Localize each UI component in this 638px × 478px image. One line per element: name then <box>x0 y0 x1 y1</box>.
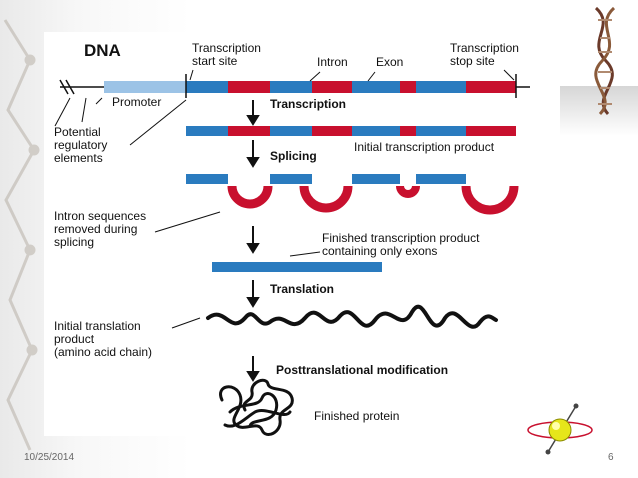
dna-intron <box>228 81 270 93</box>
dna-intron <box>400 81 416 93</box>
exon-label: Exon <box>376 55 404 69</box>
dna-exon <box>270 81 312 93</box>
step-posttranslational-label: Posttranslational modification <box>276 363 449 377</box>
intron-removed-label: Intron sequences removed during splicing <box>54 209 147 249</box>
intron-loop <box>461 185 519 215</box>
dna-title: DNA <box>84 41 121 60</box>
intron-loop <box>299 185 353 213</box>
promoter-region <box>104 81 186 93</box>
step-translation-label: Translation <box>270 282 335 296</box>
initial-transcription-product-label: Initial transcription product <box>354 140 495 154</box>
dna-strand <box>59 74 530 98</box>
transcription-stop-label: Transcription stop site <box>450 41 519 68</box>
pointer-lines <box>54 69 515 329</box>
finished-transcription-product-label: Finished transcription product containin… <box>322 231 480 258</box>
footer-date: 10/25/2014 <box>24 452 75 463</box>
finished-mrna <box>212 262 382 272</box>
initial-transcript <box>186 126 516 136</box>
splicing-stage <box>186 174 519 215</box>
process-arrows <box>246 100 260 382</box>
footer-page-number: 6 <box>608 452 614 463</box>
intron-loop <box>227 185 273 209</box>
dna-intron <box>466 81 516 93</box>
initial-translation-product-label: Initial translation product (amino acid … <box>54 319 153 359</box>
intron-label: Intron <box>317 55 348 69</box>
gene-expression-figure <box>44 32 560 436</box>
dna-helix-icon <box>594 6 616 116</box>
step-transcription-label: Transcription <box>270 97 347 111</box>
dna-exon <box>416 81 466 93</box>
finished-protein-shape <box>219 378 294 436</box>
finished-protein-label: Finished protein <box>314 409 400 423</box>
molecule-background-decoration <box>3 19 40 451</box>
dna-intron <box>312 81 352 93</box>
intron-loop <box>396 185 420 198</box>
promoter-label: Promoter <box>112 95 162 109</box>
step-splicing-label: Splicing <box>270 149 317 163</box>
transcription-start-label: Transcription start site <box>192 41 261 68</box>
amino-acid-chain <box>206 304 498 329</box>
atom-logo-icon <box>527 403 593 455</box>
dna-exon <box>186 81 228 93</box>
dna-exon <box>352 81 400 93</box>
helix-shadow <box>560 86 638 136</box>
regulatory-elements-label: Potential regulatory elements <box>54 125 108 165</box>
